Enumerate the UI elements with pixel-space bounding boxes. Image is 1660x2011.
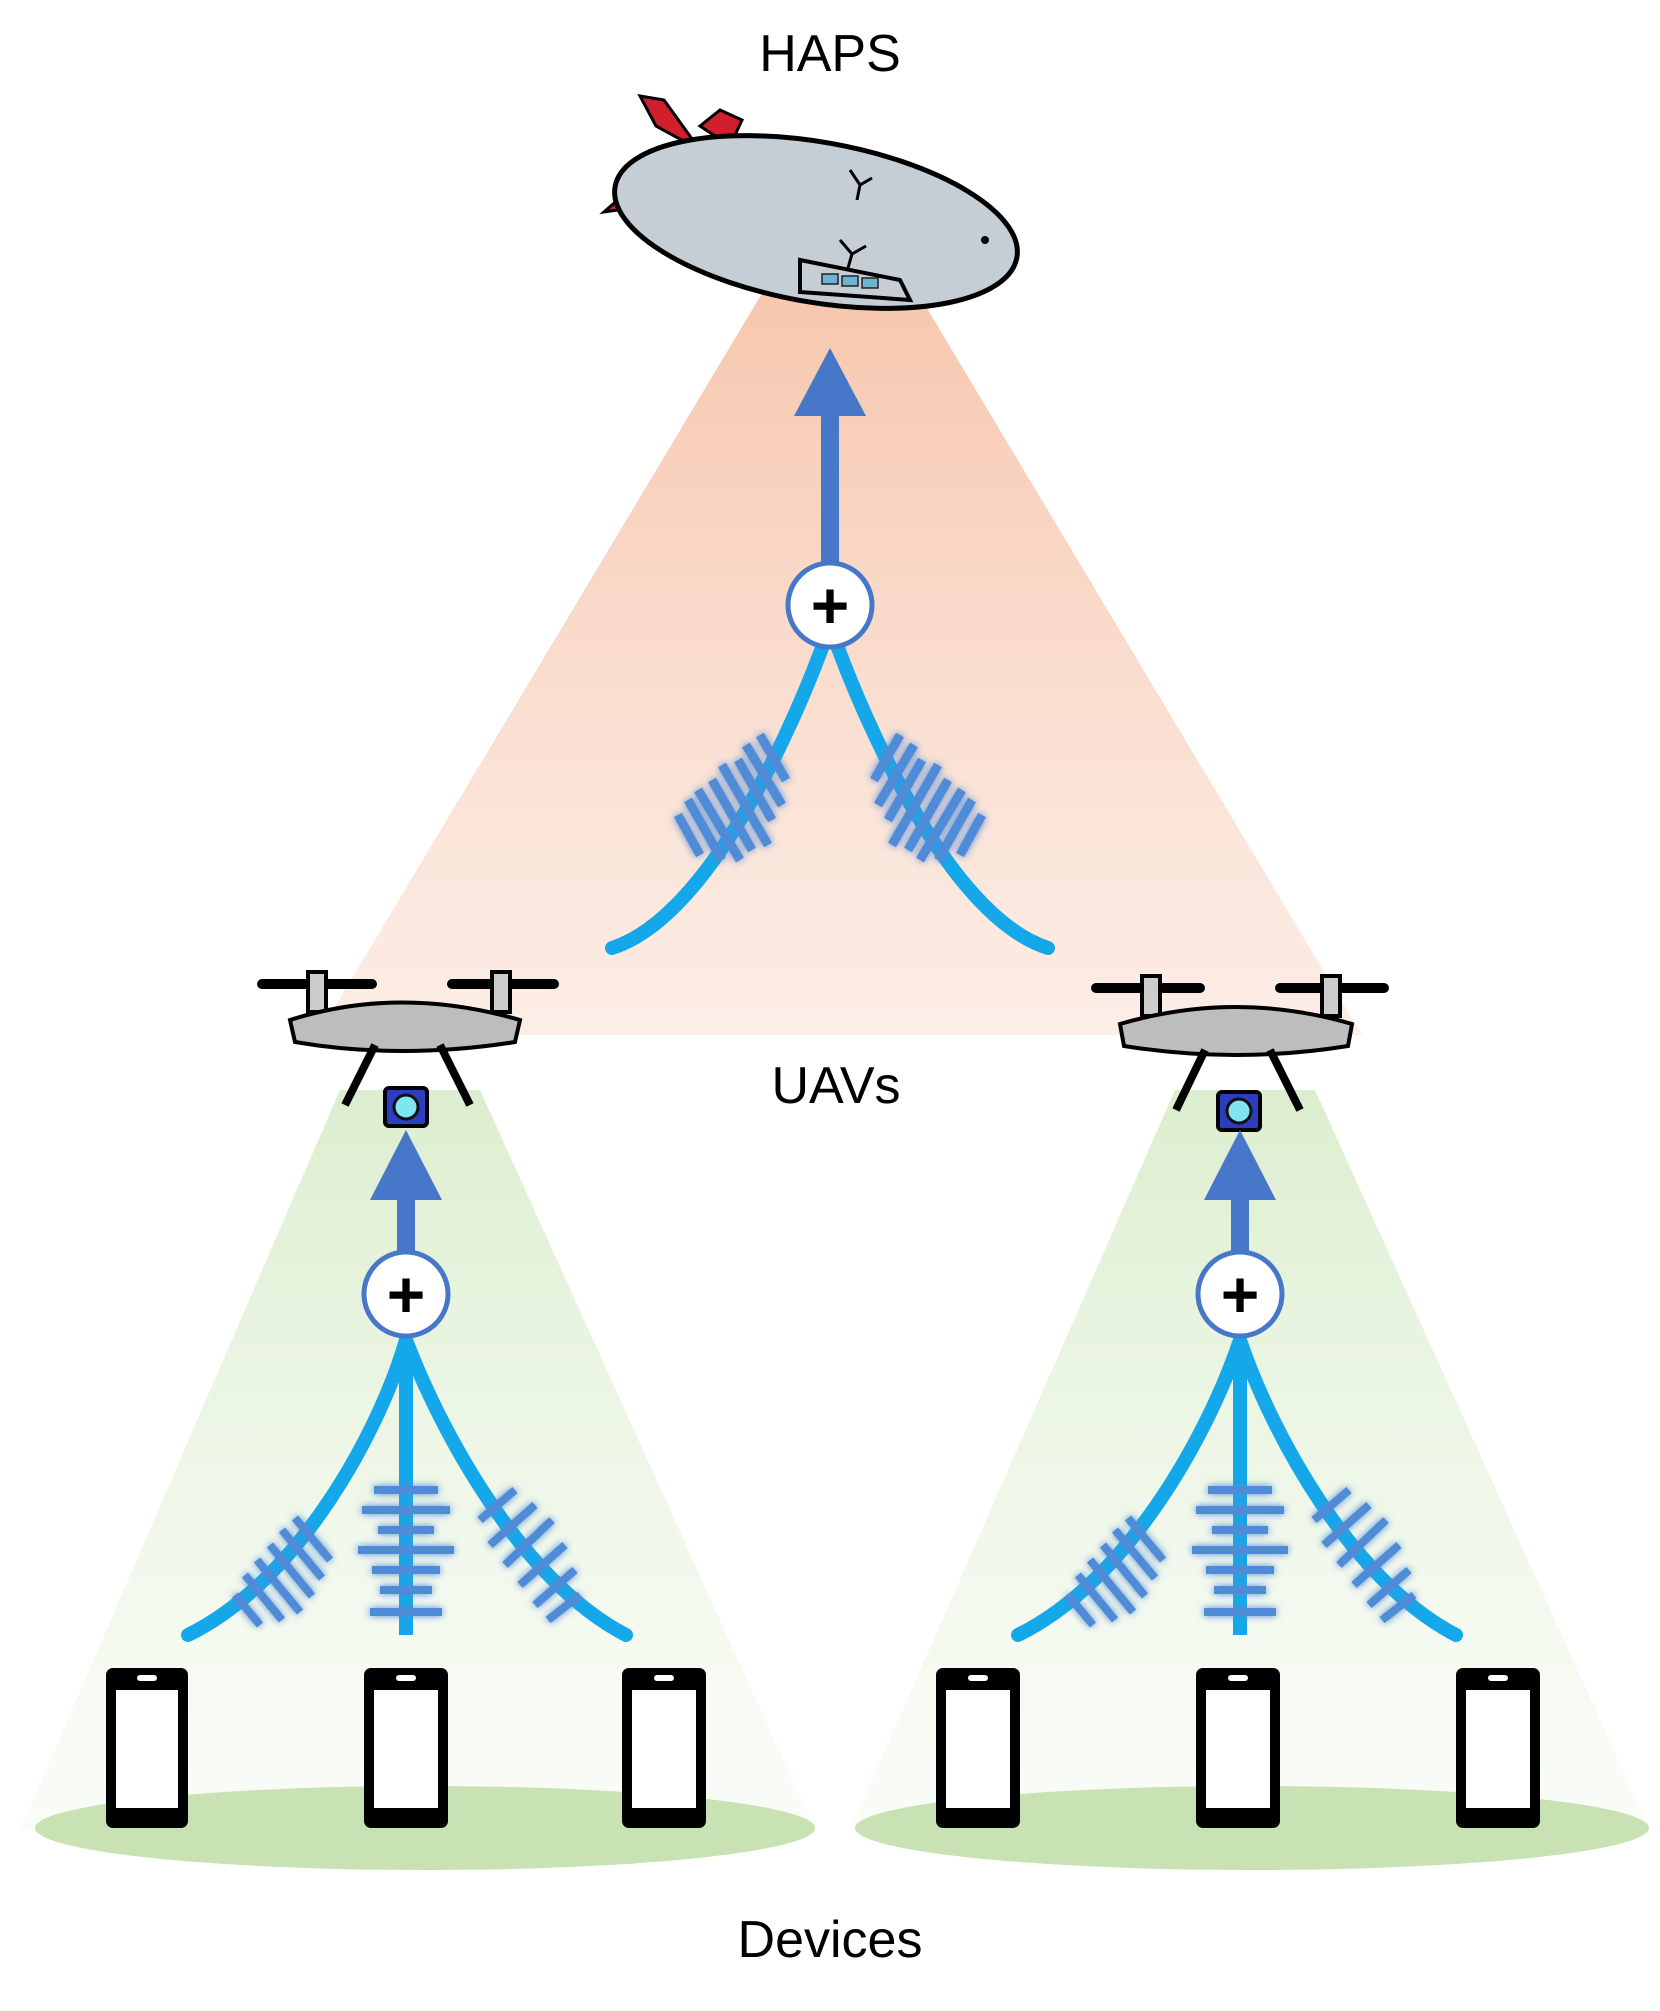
sum-symbol: +	[387, 1257, 426, 1331]
devices-label: Devices	[737, 1911, 923, 1969]
uav-left	[257, 970, 559, 1128]
device-link-right-1	[1011, 1333, 1247, 1642]
signal-waveform	[1192, 1486, 1288, 1616]
device-link-right-3	[1233, 1333, 1463, 1642]
signal-waveform	[231, 1515, 334, 1628]
smartphone-icon	[106, 1668, 188, 1828]
uav-left-coverage-beam	[20, 1090, 815, 1830]
uplink-arrowhead	[1204, 1130, 1276, 1200]
signal-waveform	[358, 1486, 454, 1616]
sum-symbol-haps: +	[811, 568, 850, 642]
smartphone-icon	[1456, 1668, 1540, 1828]
sum-node-haps	[785, 560, 875, 650]
uav-right-aggregation: +	[1011, 1130, 1463, 1642]
uav-to-haps-link-left	[605, 641, 829, 955]
uav-to-haps-link-right	[831, 641, 1055, 955]
signal-waveform	[477, 1486, 583, 1624]
signal-waveform	[1064, 1515, 1167, 1628]
devices-group-left	[106, 1668, 706, 1828]
uplink-arrowhead-haps	[794, 348, 866, 416]
device-link-left-1	[181, 1333, 413, 1642]
uavs-label: UAVs	[771, 1057, 901, 1115]
airship-icon	[599, 94, 1020, 311]
haps-label: HAPS	[759, 25, 901, 83]
sum-symbol: +	[1221, 1257, 1260, 1331]
signal-waveform	[1311, 1486, 1417, 1624]
devices-group-right	[936, 1668, 1540, 1828]
smartphone-icon	[936, 1668, 1020, 1828]
smartphone-icon	[622, 1668, 706, 1828]
uav-right	[1091, 974, 1389, 1132]
drone-icon	[257, 970, 559, 1128]
uav-left-aggregation: +	[181, 1130, 633, 1642]
signal-waveform-right	[870, 732, 986, 863]
uav-right-coverage-beam	[850, 1090, 1650, 1830]
device-link-left-3	[399, 1333, 633, 1642]
smartphone-icon	[1196, 1668, 1280, 1828]
haps-aggregation: +	[605, 348, 1055, 955]
drone-icon	[1091, 974, 1389, 1132]
uplink-arrowhead	[370, 1130, 442, 1200]
smartphone-icon	[364, 1668, 448, 1828]
signal-waveform-left	[674, 732, 790, 863]
sum-node	[361, 1249, 451, 1339]
sum-node	[1195, 1249, 1285, 1339]
